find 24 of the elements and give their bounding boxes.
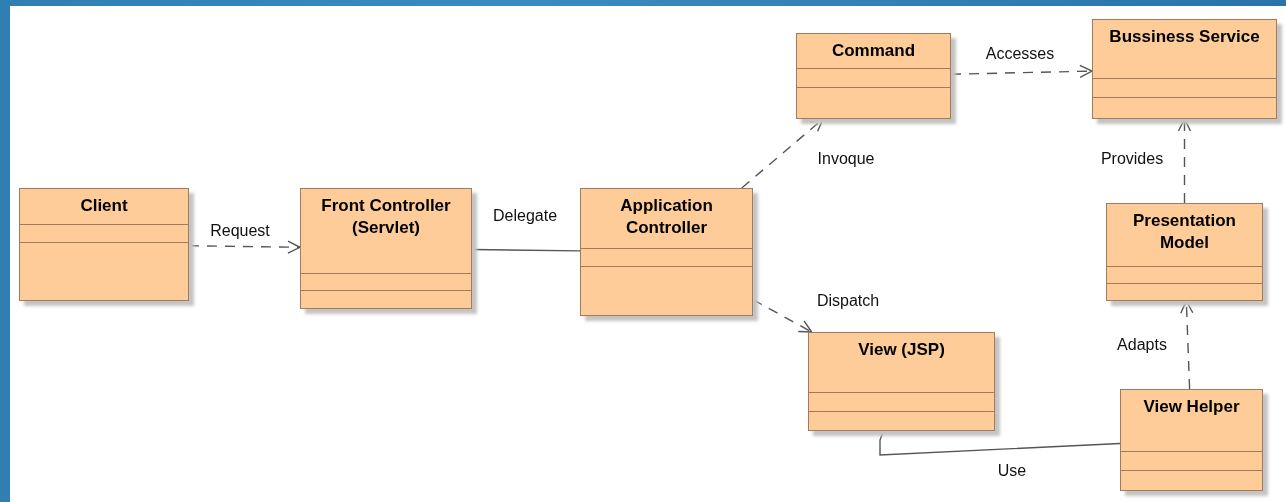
association-line bbox=[879, 430, 1121, 456]
class-box bbox=[1120, 389, 1263, 491]
class-box bbox=[796, 33, 951, 119]
class-box bbox=[1106, 203, 1263, 301]
class-name: Application Controller bbox=[619, 195, 714, 239]
class-name: Presentation Model bbox=[1132, 210, 1237, 254]
class-name: Front Controller (Servlet) bbox=[320, 195, 452, 239]
dependency-arrow bbox=[188, 240, 301, 254]
dependency-arrow bbox=[752, 298, 813, 333]
dependency-arrow bbox=[1180, 300, 1194, 390]
class-box bbox=[300, 188, 472, 309]
class-name: View Helper bbox=[1143, 396, 1240, 418]
association-line bbox=[471, 248, 581, 252]
class-box bbox=[580, 188, 753, 316]
class-box bbox=[808, 332, 995, 431]
class-box bbox=[19, 188, 189, 301]
dependency-arrow bbox=[1177, 118, 1192, 204]
class-name: Bussiness Service bbox=[1109, 26, 1260, 48]
class-name: View (JSP) bbox=[858, 339, 945, 361]
dependency-arrow bbox=[950, 64, 1093, 79]
class-box bbox=[1092, 19, 1277, 119]
class-name: Command bbox=[831, 40, 916, 62]
class-name: Client bbox=[80, 195, 128, 217]
dependency-arrow bbox=[741, 118, 824, 189]
